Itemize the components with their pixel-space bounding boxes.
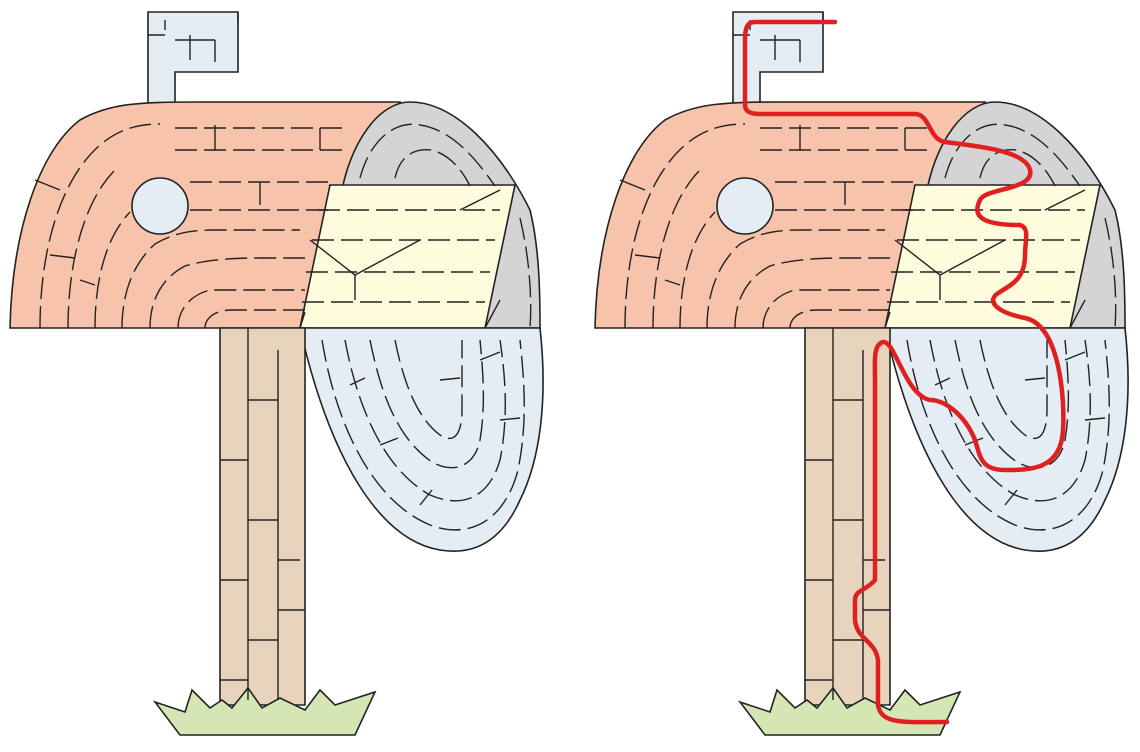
maze-panel-unsolved	[9, 11, 544, 736]
maze-panel-solved	[594, 11, 1129, 736]
solution-path	[742, 19, 1066, 725]
